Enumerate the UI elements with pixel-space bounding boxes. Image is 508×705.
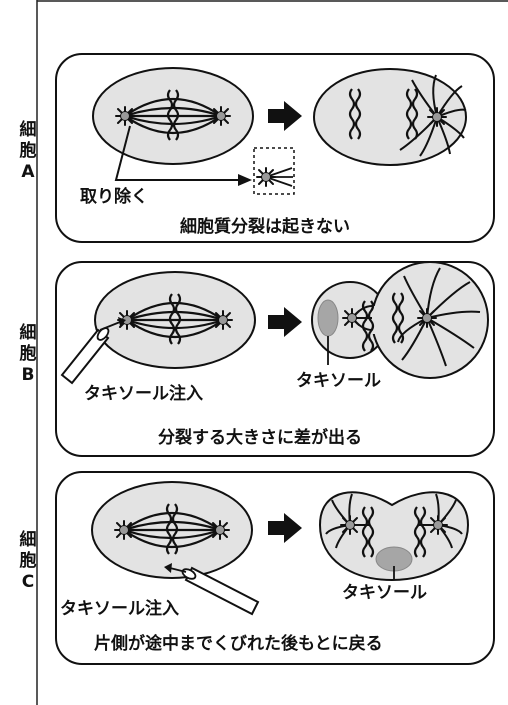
panel-c-label-3: C bbox=[22, 572, 34, 592]
removal-pointer bbox=[114, 125, 240, 181]
taxol-spot-b bbox=[317, 299, 339, 337]
panel-a-label-3: A bbox=[21, 162, 35, 182]
injection-arrow-c bbox=[169, 567, 187, 573]
panel-c-label-2: 胞 bbox=[20, 550, 37, 571]
panel-a-result: 細胞質分裂は起きない bbox=[180, 216, 350, 237]
panel-b-label-1: 細 bbox=[20, 322, 37, 343]
removal-arrowhead bbox=[238, 174, 252, 186]
injection-arrow-b bbox=[99, 321, 121, 331]
panel-c-result: 片側が途中までくびれた後もとに戻る bbox=[94, 633, 383, 654]
panel-a-label-2: 胞 bbox=[20, 140, 37, 161]
panel-b-label-2: 胞 bbox=[20, 343, 37, 364]
inject-label-c: タキソール注入 bbox=[60, 598, 179, 619]
panel-a-label-1: 細 bbox=[20, 119, 37, 140]
taxol-label-c: タキソール bbox=[342, 583, 427, 603]
taxol-label-b: タキソール bbox=[296, 371, 381, 391]
injection-needle-b bbox=[60, 327, 110, 385]
remove-label: 取り除く bbox=[80, 186, 148, 207]
panel-b-result: 分裂する大きさに差が出る bbox=[158, 427, 362, 448]
cell-c-result bbox=[318, 491, 470, 582]
removed-centrosome-box bbox=[253, 147, 295, 195]
panel-cell-a: 細 胞 A 取り除く 細 bbox=[20, 53, 495, 243]
panel-cell-c: 細 胞 C bbox=[20, 471, 495, 665]
panel-cell-b: 細 胞 B bbox=[20, 261, 495, 457]
inject-label-b: タキソール注入 bbox=[84, 383, 203, 404]
panel-c-label-1: 細 bbox=[20, 529, 37, 550]
panel-b-label-3: B bbox=[22, 365, 35, 385]
